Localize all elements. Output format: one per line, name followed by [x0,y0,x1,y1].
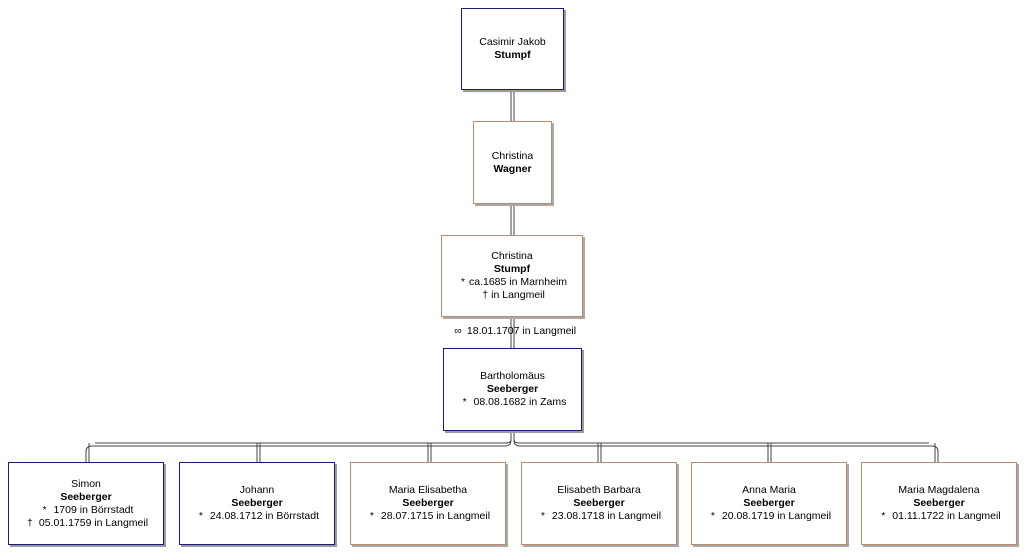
birth-symbol: * [42,503,47,516]
death-symbol: † [27,516,33,529]
surname: Seeberger [913,497,965,509]
birth-info: ca.1685 in Marnheim [468,276,568,288]
first-name: Christina [491,250,533,262]
surname: Wagner [493,162,532,175]
birth-line: * 01.11.1722 in Langmeil [877,510,1000,523]
person-box-anna-maria-seeberger[interactable]: Anna Maria Seeberger * 20.08.1719 in Lan… [691,462,847,545]
first-name: Bartholomäus [480,370,545,382]
birth-symbol: * [198,510,203,522]
birth-line: *ca.1685 in Marnheim [457,276,567,289]
person-box-bartholomaeus-seeberger[interactable]: Bartholomäus Seeberger * 08.08.1682 in Z… [443,348,582,431]
birth-symbol: * [540,510,545,522]
first-name: Maria Elisabetha [388,484,468,496]
surname: Stumpf [493,263,531,275]
birth-symbol: * [710,510,715,522]
first-name: Simon [71,477,101,490]
person-box-christina-stumpf[interactable]: Christina Stumpf *ca.1685 in Marnheim †i… [441,235,583,317]
surname: Seeberger [231,497,283,509]
surname: Stumpf [494,49,531,61]
person-box-maria-magdalena-seeberger[interactable]: Maria Magdalena Seeberger * 01.11.1722 i… [861,462,1017,545]
person-box-christina-wagner[interactable]: Christina Wagner [473,121,552,204]
birth-line: * 20.08.1719 in Langmeil [707,510,831,523]
birth-info: 23.08.1718 in Langmeil [551,510,662,522]
birth-info: 20.08.1719 in Langmeil [721,510,832,522]
marriage-info: 18.01.1707 in Langmeil [466,325,577,337]
death-line: † 05.01.1759 in Langmeil [24,517,148,530]
birth-symbol: * [462,396,467,408]
person-box-simon-seeberger[interactable]: Simon Seeberger * 1709 in Börrstadt † 05… [8,462,164,545]
marriage-label: ∞ 18.01.1707 in Langmeil [452,325,576,337]
surname: Seeberger [743,497,795,509]
person-box-maria-elisabetha-seeberger[interactable]: Maria Elisabetha Seeberger * 28.07.1715 … [350,462,506,545]
first-name: Johann [239,484,275,496]
birth-info: 1709 in Börrstadt [53,503,134,516]
first-name: Maria Magdalena [898,484,980,496]
birth-symbol: * [881,510,886,522]
person-box-johann-seeberger[interactable]: Johann Seeberger * 24.08.1712 in Börrsta… [179,462,335,545]
birth-info: 08.08.1682 in Zams [473,396,567,408]
person-box-elisabeth-barbara-seeberger[interactable]: Elisabeth Barbara Seeberger * 23.08.1718… [521,462,677,545]
birth-symbol: * [369,510,374,522]
birth-line: * 24.08.1712 in Börrstadt [195,510,319,523]
first-name: Christina [491,149,534,162]
birth-line: * 08.08.1682 in Zams [459,396,567,409]
death-line: †in Langmeil [479,289,545,302]
birth-info: 28.07.1715 in Langmeil [380,510,491,522]
birth-line: * 1709 in Börrstadt [39,504,134,517]
death-info: 05.01.1759 in Langmeil [38,516,149,529]
first-name: Elisabeth Barbara [557,484,641,496]
death-info: in Langmeil [491,289,545,301]
surname: Seeberger [573,497,625,509]
birth-line: * 28.07.1715 in Langmeil [366,510,490,523]
birth-symbol: * [460,276,466,288]
person-box-casimir-jakob-stumpf[interactable]: Casimir Jakob Stumpf [461,8,564,90]
birth-info: 01.11.1722 in Langmeil [892,510,1001,522]
first-name: Casimir Jakob [479,36,546,48]
surname: Seeberger [486,383,539,395]
birth-line: * 23.08.1718 in Langmeil [537,510,661,523]
surname: Seeberger [60,490,112,503]
birth-info: 24.08.1712 in Börrstadt [209,510,320,522]
first-name: Anna Maria [742,484,796,496]
marriage-icon: ∞ [454,325,462,337]
death-symbol: † [482,289,489,301]
surname: Seeberger [402,497,454,509]
